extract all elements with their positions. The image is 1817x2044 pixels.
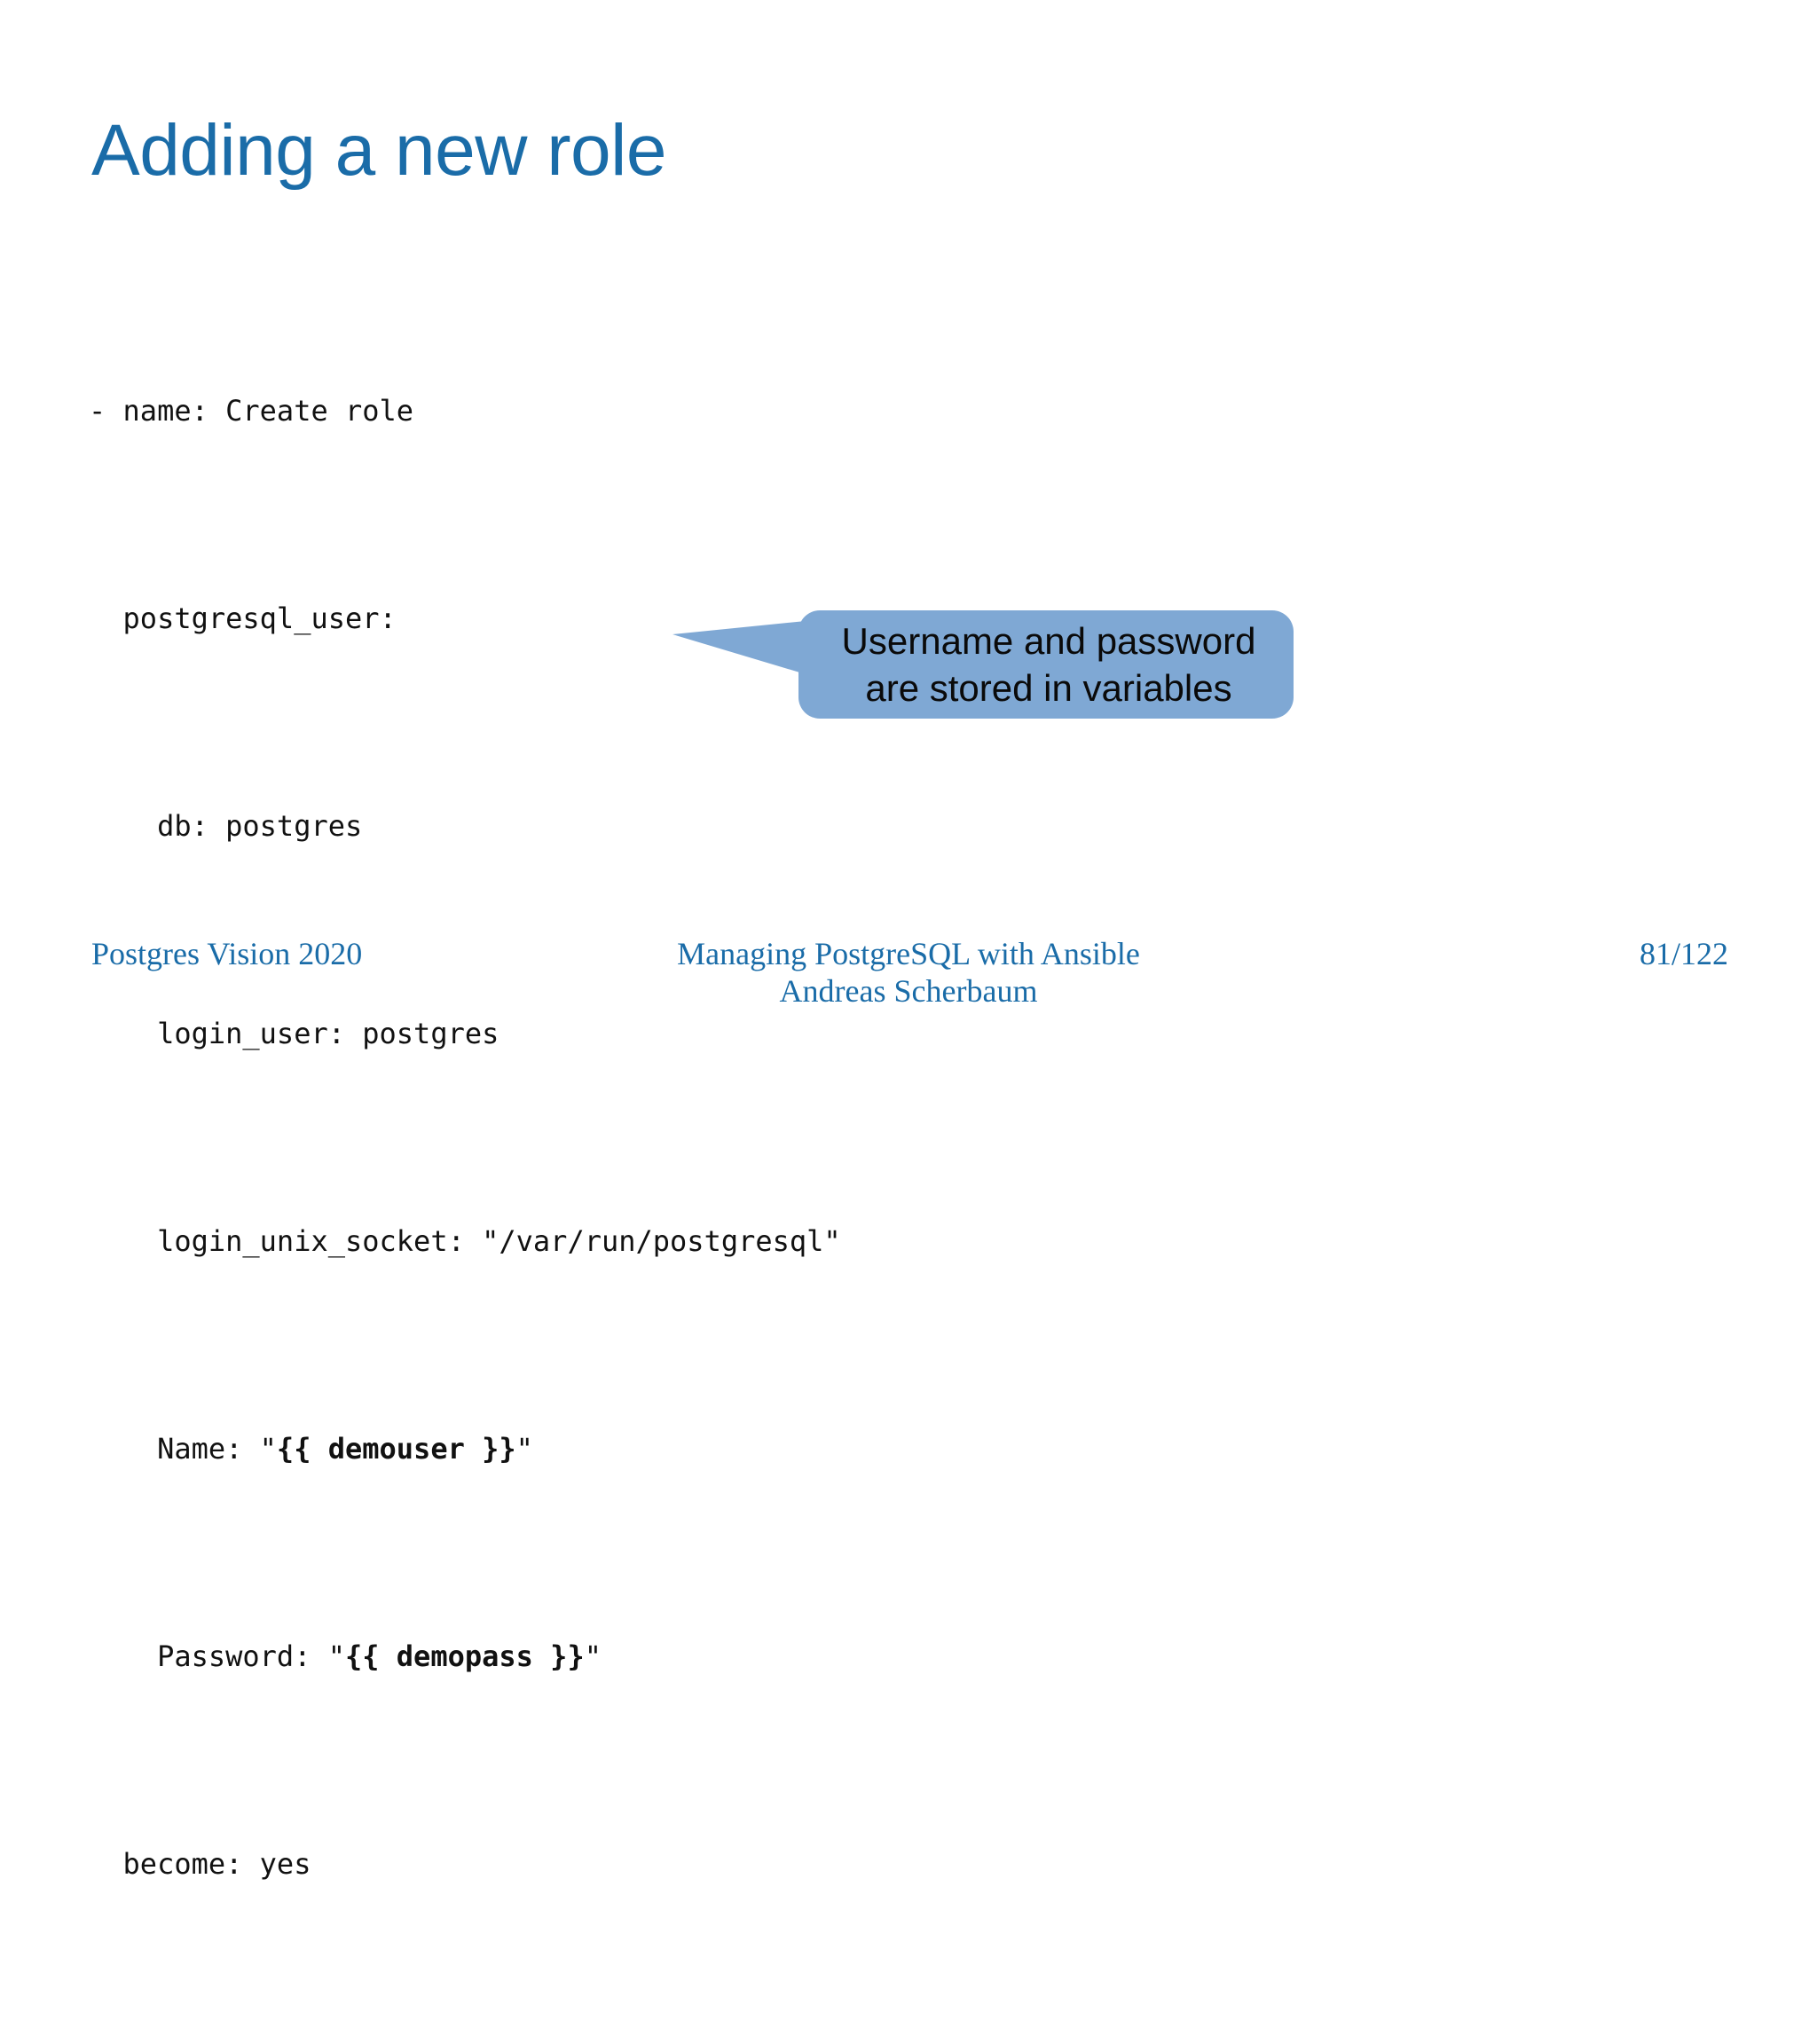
footer-speaker-name: Andreas Scherbaum	[779, 973, 1038, 1009]
slide-canvas: Adding a new role - name: Create role po…	[0, 109, 1817, 1881]
code-line-prefix: Name: "	[89, 1432, 277, 1466]
code-line-3: db: postgres	[89, 791, 841, 861]
jinja-variable-demopass: {{ demopass }}	[344, 1639, 585, 1673]
code-line-text: postgresql_user:	[89, 601, 397, 635]
page-title: Adding a new role	[91, 109, 666, 191]
footer-talk-info: Managing PostgreSQL with Ansible Andreas…	[677, 935, 1140, 1010]
code-line-8: become: yes	[89, 1829, 841, 1899]
code-block: - name: Create role postgresql_user: db:…	[89, 238, 841, 2044]
callout-shape-icon	[673, 610, 1294, 719]
code-line-2: postgresql_user:	[89, 584, 841, 653]
footer-page-number: 81/122	[1639, 936, 1728, 971]
jinja-variable-demouser: {{ demouser }}	[276, 1432, 516, 1466]
code-line-1: - name: Create role	[89, 376, 841, 445]
code-line-suffix: "	[584, 1639, 602, 1673]
code-line-text: db: postgres	[89, 809, 363, 843]
footer-talk-title: Managing PostgreSQL with Ansible	[677, 936, 1140, 971]
code-line-7: Password: "{{ demopass }}"	[89, 1622, 841, 1691]
code-line-prefix: Password: "	[89, 1639, 345, 1673]
footer-event-name: Postgres Vision 2020	[91, 936, 363, 971]
code-line-text: login_unix_socket: "/var/run/postgresql"	[89, 1224, 841, 1258]
code-line-5: login_unix_socket: "/var/run/postgresql"	[89, 1207, 841, 1276]
slide-footer: Postgres Vision 2020 Managing PostgreSQL…	[0, 898, 1817, 1022]
callout-bubble: Username and password are stored in vari…	[673, 610, 1294, 719]
code-line-9: become_user: postgres	[89, 2037, 841, 2044]
code-line-6: Name: "{{ demouser }}"	[89, 1414, 841, 1483]
code-line-suffix: "	[515, 1432, 533, 1466]
code-line-text: - name: Create role	[89, 394, 414, 428]
code-line-text: become: yes	[89, 1847, 311, 1881]
